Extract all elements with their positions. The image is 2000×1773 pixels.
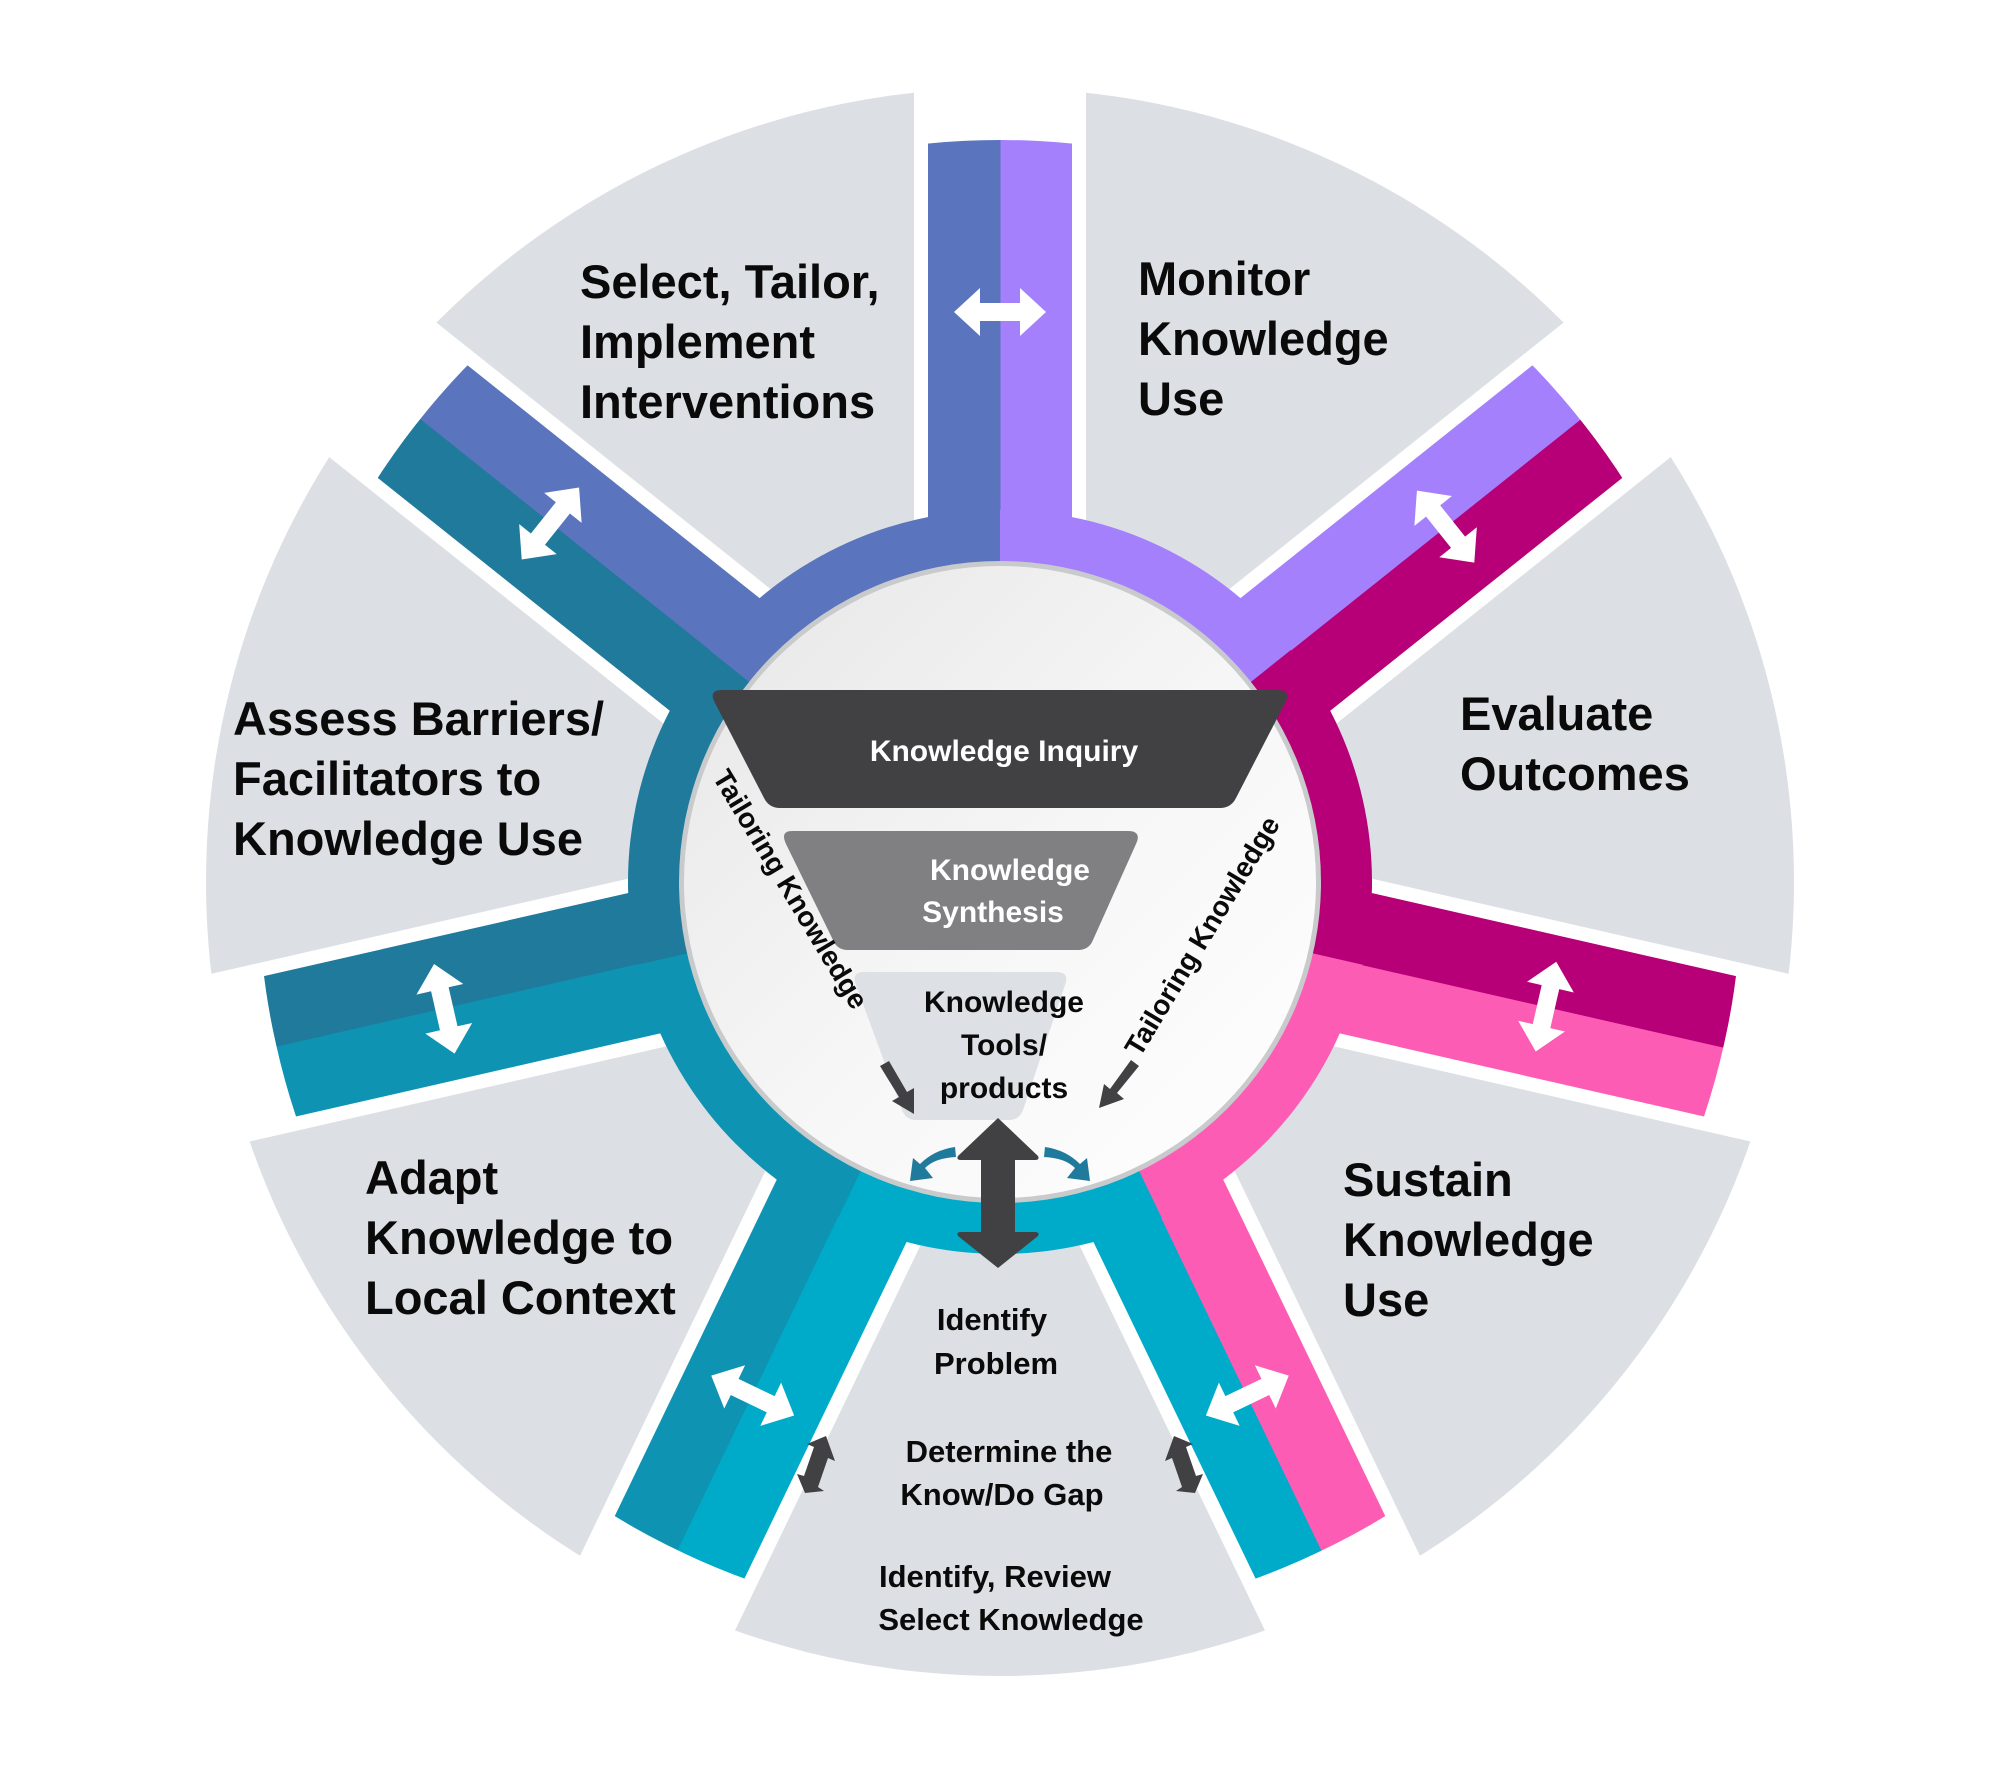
know-do-gap-right-arrow-icon xyxy=(1165,1436,1203,1493)
phase-label-line: Facilitators to xyxy=(233,752,541,805)
knowledge-tools-label-2: Tools/ xyxy=(961,1029,1048,1062)
phase-label-line: Adapt xyxy=(365,1151,499,1204)
identify-review-label-1: Identify, Review xyxy=(879,1559,1112,1594)
knowledge-inquiry-label: Knowledge Inquiry xyxy=(870,735,1139,768)
phase-label-line: Interventions xyxy=(580,375,875,428)
phase-select-tailor-implement: Select, Tailor, Implement Interventions xyxy=(580,255,880,428)
phase-label-line: Outcomes xyxy=(1460,747,1690,800)
phase-sustain-knowledge-use: Sustain Knowledge Use xyxy=(1343,1153,1594,1326)
spoke-double-arrow-icon xyxy=(711,1365,795,1426)
identify-problem-label-1: Identify xyxy=(937,1302,1048,1337)
spoke-double-arrow-icon xyxy=(519,487,582,560)
knowledge-synthesis-label-2: Synthesis xyxy=(922,896,1064,929)
knowledge-inquiry-funnel xyxy=(712,690,1288,808)
phase-assess-barriers: Assess Barriers/ Facilitators to Knowled… xyxy=(233,692,604,865)
spoke-double-arrow-icon xyxy=(1518,961,1574,1052)
phase-label-line: Knowledge xyxy=(1138,312,1389,365)
phase-label-line: Implement xyxy=(580,315,815,368)
center-double-arrow-icon xyxy=(957,1118,1039,1268)
spoke-double-arrow-icon xyxy=(1414,490,1477,563)
knowledge-synthesis-funnel xyxy=(784,831,1138,950)
spoke-arrows xyxy=(416,288,1574,1426)
spoke-double-arrow-icon xyxy=(1205,1365,1289,1426)
spoke-double-arrow-icon xyxy=(416,963,473,1054)
phase-monitor-knowledge-use: Monitor Knowledge Use xyxy=(1138,252,1389,425)
identify-review-label-2: Select Knowledge xyxy=(878,1602,1143,1637)
phase-label-line: Monitor xyxy=(1138,252,1310,305)
curved-arrow-right-icon xyxy=(1044,1147,1090,1181)
knowledge-tools-funnel xyxy=(854,972,1067,1120)
phase-label-line: Sustain xyxy=(1343,1153,1513,1206)
phase-adapt-knowledge: Adapt Knowledge to Local Context xyxy=(365,1151,676,1324)
phase-label-line: Knowledge Use xyxy=(233,812,583,865)
spoke-double-arrow-icon xyxy=(954,288,1046,336)
knowledge-synthesis-label-1: Knowledge xyxy=(930,854,1090,887)
tailor-arrow-right-icon xyxy=(1099,1060,1139,1108)
know-do-gap-label-1: Determine the xyxy=(906,1434,1113,1469)
phase-label-line: Evaluate xyxy=(1460,687,1653,740)
phase-label-line: Knowledge to xyxy=(365,1211,673,1264)
phase-label-line: Use xyxy=(1138,372,1224,425)
phase-evaluate-outcomes: Evaluate Outcomes xyxy=(1460,687,1690,800)
identify-problem-label-2: Problem xyxy=(934,1346,1058,1381)
know-do-gap-label-2: Know/Do Gap xyxy=(900,1477,1103,1512)
know-do-gap-left-arrow-icon xyxy=(797,1436,835,1493)
phase-label-line: Assess Barriers/ xyxy=(233,692,604,745)
curved-arrow-left-icon xyxy=(910,1147,956,1181)
phase-label-line: Select, Tailor, xyxy=(580,255,880,308)
knowledge-tools-label-3: products xyxy=(940,1072,1068,1105)
phase-label-line: Use xyxy=(1343,1273,1429,1326)
tailor-arrow-left-icon xyxy=(880,1061,914,1114)
knowledge-tools-label-1: Knowledge xyxy=(924,986,1084,1019)
phase-label-line: Knowledge xyxy=(1343,1213,1594,1266)
phase-label-line: Local Context xyxy=(365,1271,676,1324)
